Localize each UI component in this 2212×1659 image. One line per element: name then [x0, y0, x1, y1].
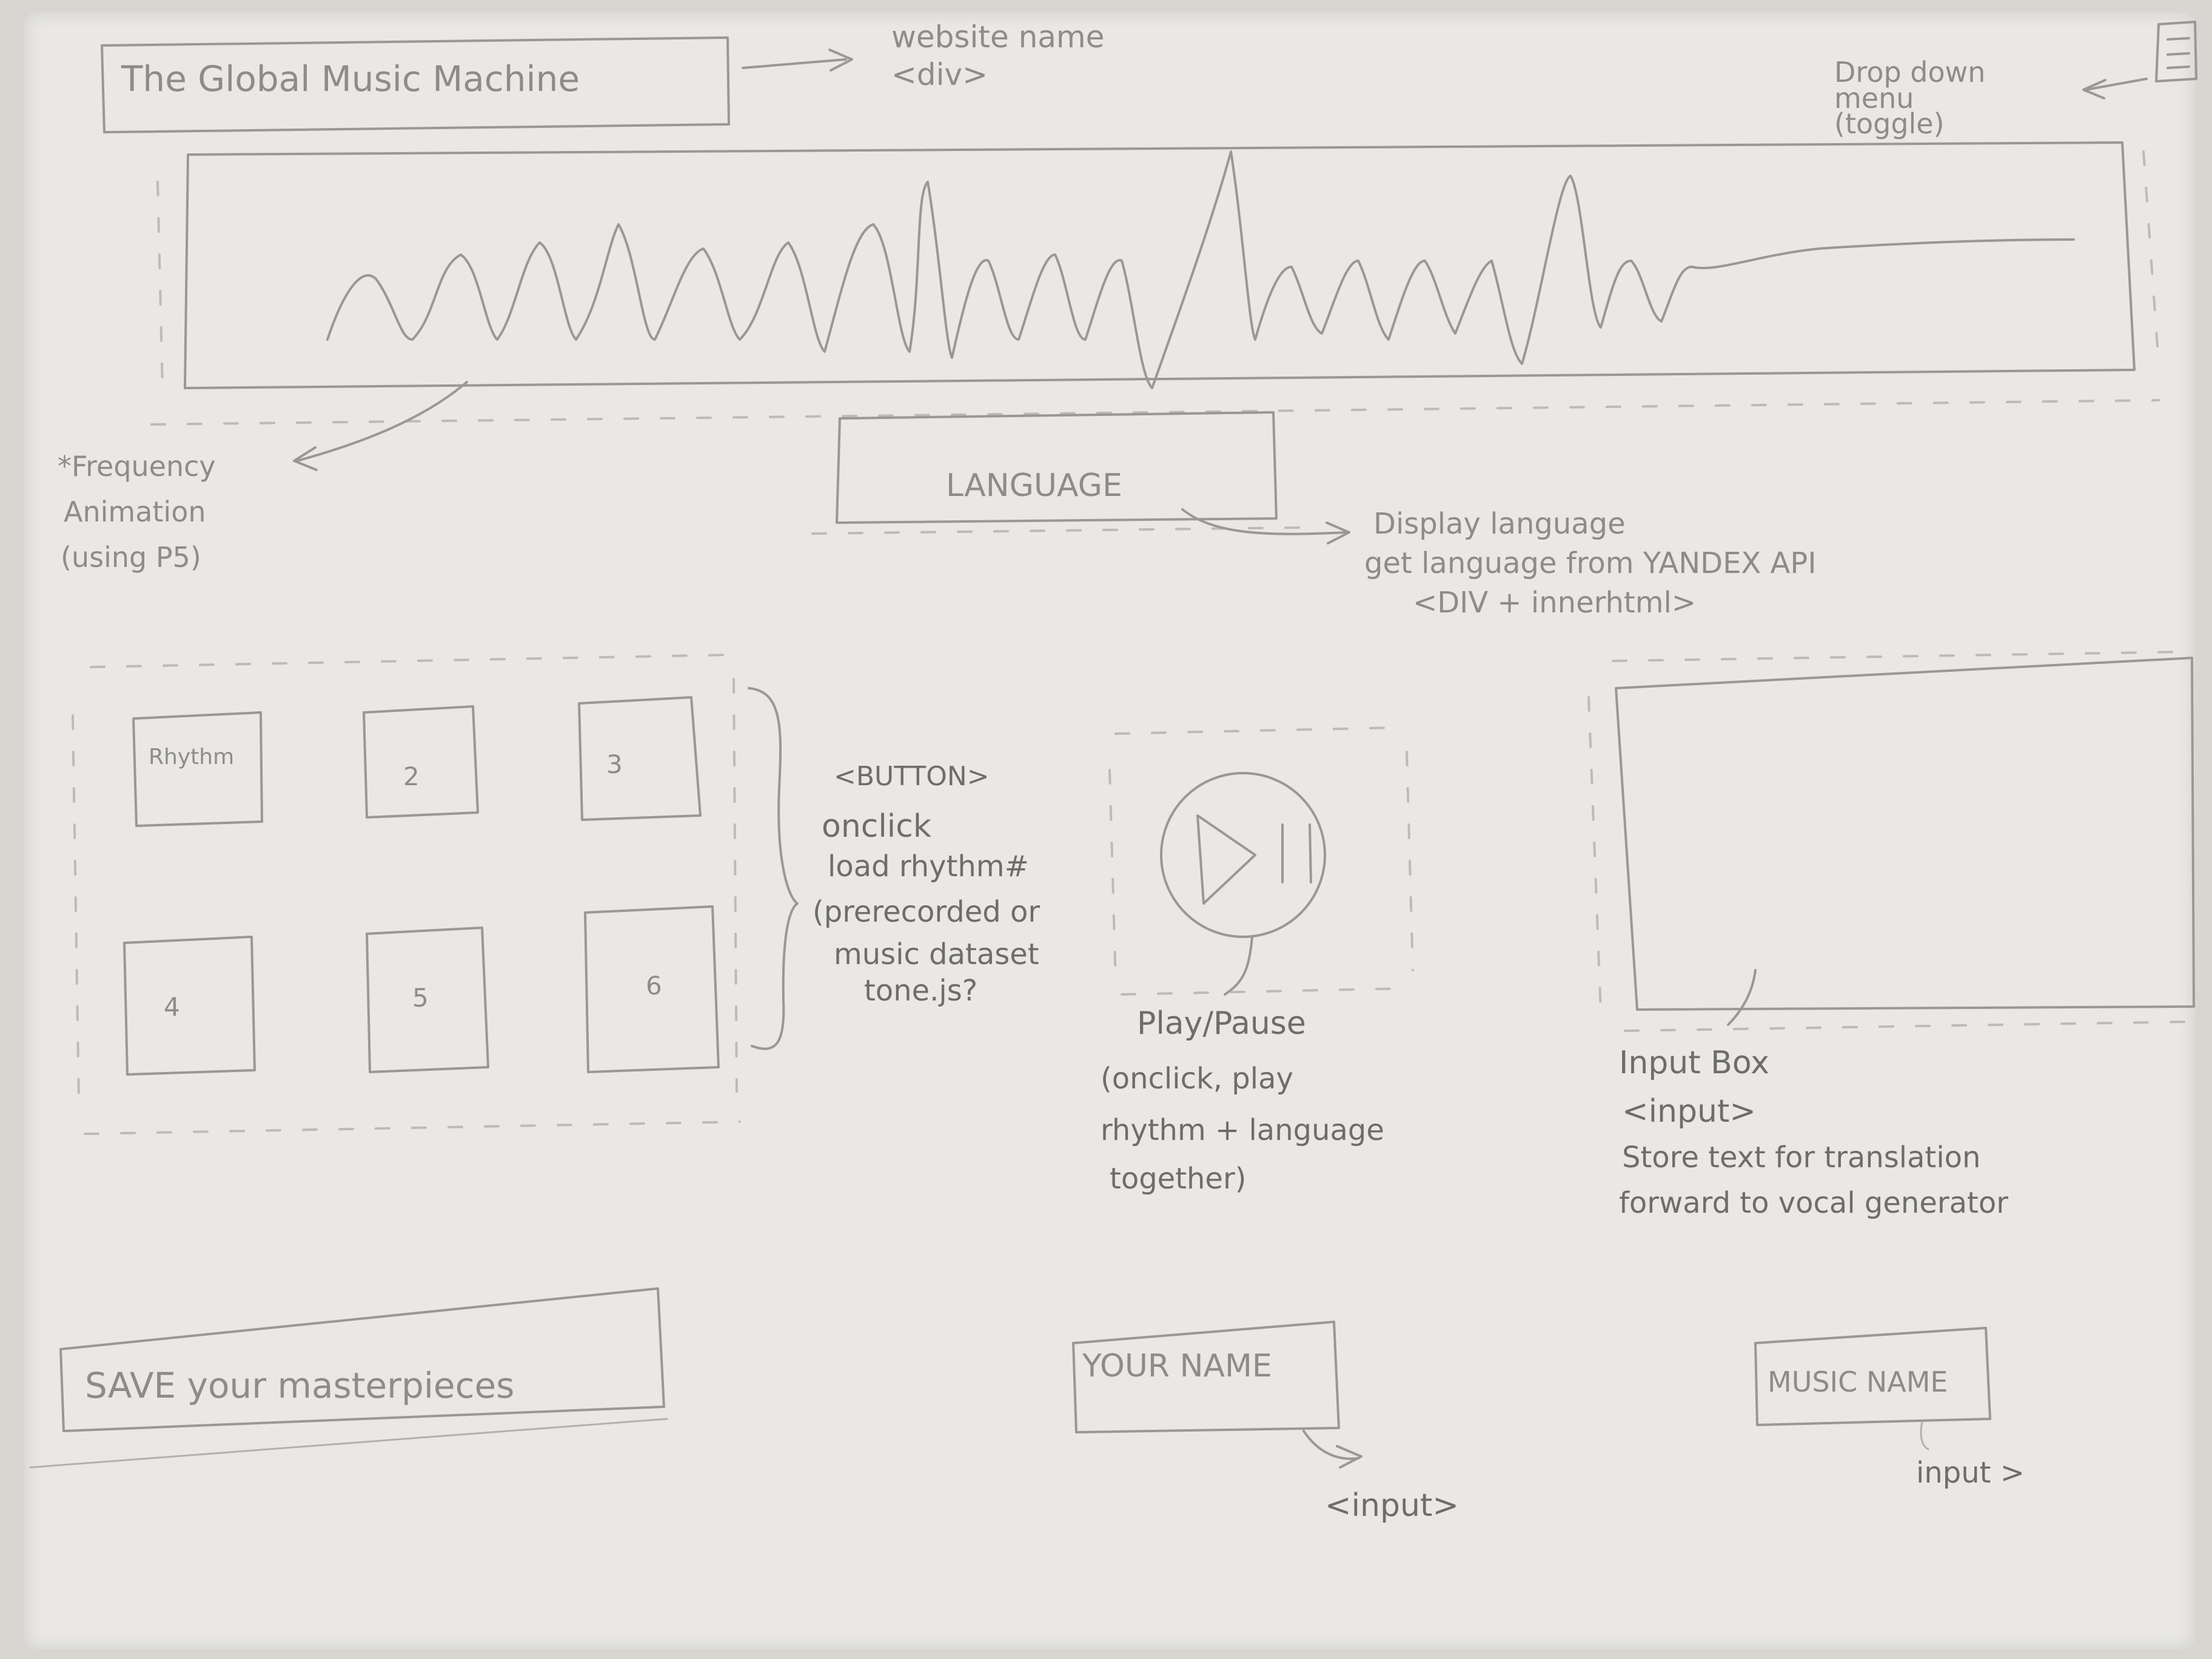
- music-name-note: input >: [1916, 1456, 2025, 1490]
- your-name-note: <input>: [1325, 1487, 1459, 1524]
- your-name-label: YOUR NAME: [1082, 1348, 1272, 1384]
- site-title-note-1: website name: [891, 19, 1104, 55]
- rhythm-note-4: (prerecorded or: [813, 895, 1040, 929]
- save-label: SAVE your masterpieces: [85, 1365, 514, 1406]
- rhythm-note-6: tone.js?: [864, 974, 977, 1008]
- rhythm-button-4-label: 4: [164, 992, 180, 1022]
- rhythm-button-2[interactable]: 2: [363, 705, 479, 819]
- rhythm-button-5[interactable]: 5: [366, 927, 489, 1073]
- rhythm-button-3[interactable]: 3: [578, 696, 702, 821]
- menu-note-1: Drop down: [1834, 56, 1985, 89]
- site-title: The Global Music Machine: [121, 58, 580, 99]
- rhythm-button-6-label: 6: [646, 971, 662, 1000]
- rhythm-button-5-label: 5: [412, 983, 429, 1013]
- input-box-note-1: Input Box: [1619, 1045, 1769, 1081]
- rhythm-button-1-label: Rhythm: [149, 745, 234, 769]
- rhythm-button-4[interactable]: 4: [123, 936, 256, 1076]
- input-box-note-3: Store text for translation: [1622, 1141, 1980, 1175]
- rhythm-note-2: onclick: [822, 808, 931, 845]
- language-note-3: <DIV + innerhtml>: [1413, 586, 1696, 620]
- rhythm-button-1[interactable]: Rhythm: [132, 711, 263, 827]
- save-button[interactable]: SAVE your masterpieces: [29, 1287, 668, 1469]
- visualizer-note-1: *Frequency: [58, 450, 216, 483]
- rhythm-button-3-label: 3: [606, 749, 623, 779]
- rhythm-button-grid: Rhythm 2 3 4 5 6: [72, 654, 741, 1135]
- rhythm-note-3: load rhythm#: [828, 850, 1029, 883]
- site-title-note-2: <div>: [891, 57, 988, 92]
- sketch-paper: [24, 12, 2195, 1649]
- visualizer-note-2: Animation: [64, 495, 206, 528]
- play-pause-note-3: rhythm + language: [1101, 1113, 1384, 1147]
- music-name-label: MUSIC NAME: [1768, 1366, 1948, 1398]
- play-icon: [1196, 814, 1256, 905]
- language-note-1: Display language: [1373, 507, 1626, 541]
- frequency-visualizer: [150, 141, 2160, 426]
- your-name-input[interactable]: YOUR NAME: [1072, 1321, 1340, 1433]
- play-pause-button[interactable]: [1108, 726, 1414, 996]
- site-title-box: The Global Music Machine: [101, 36, 730, 133]
- rhythm-button-6[interactable]: 6: [584, 905, 720, 1073]
- menu-note-2: menu: [1834, 82, 1914, 115]
- input-box-note-4: forward to vocal generator: [1619, 1186, 2008, 1220]
- language-display-box: LANGUAGE: [811, 411, 1305, 535]
- hamburger-menu-icon[interactable]: [2155, 21, 2197, 82]
- play-pause-note-1: Play/Pause: [1137, 1005, 1306, 1042]
- language-label: LANGUAGE: [946, 468, 1122, 504]
- input-box-note-2: <input>: [1622, 1093, 1756, 1130]
- menu-note-3: (toggle): [1834, 107, 1945, 140]
- visualizer-note-3: (using P5): [61, 541, 201, 574]
- play-pause-note-2: (onclick, play: [1101, 1062, 1293, 1096]
- translation-input-box[interactable]: [1587, 651, 2195, 1032]
- pause-icon: [1281, 823, 1312, 883]
- rhythm-note-1: <BUTTON>: [834, 761, 990, 792]
- play-pause-note-4: together): [1110, 1162, 1246, 1196]
- music-name-input[interactable]: MUSIC NAME: [1754, 1327, 1991, 1426]
- language-note-2: get language from YANDEX API: [1364, 546, 1816, 580]
- rhythm-note-5: music dataset: [834, 937, 1039, 971]
- rhythm-button-2-label: 2: [403, 762, 420, 791]
